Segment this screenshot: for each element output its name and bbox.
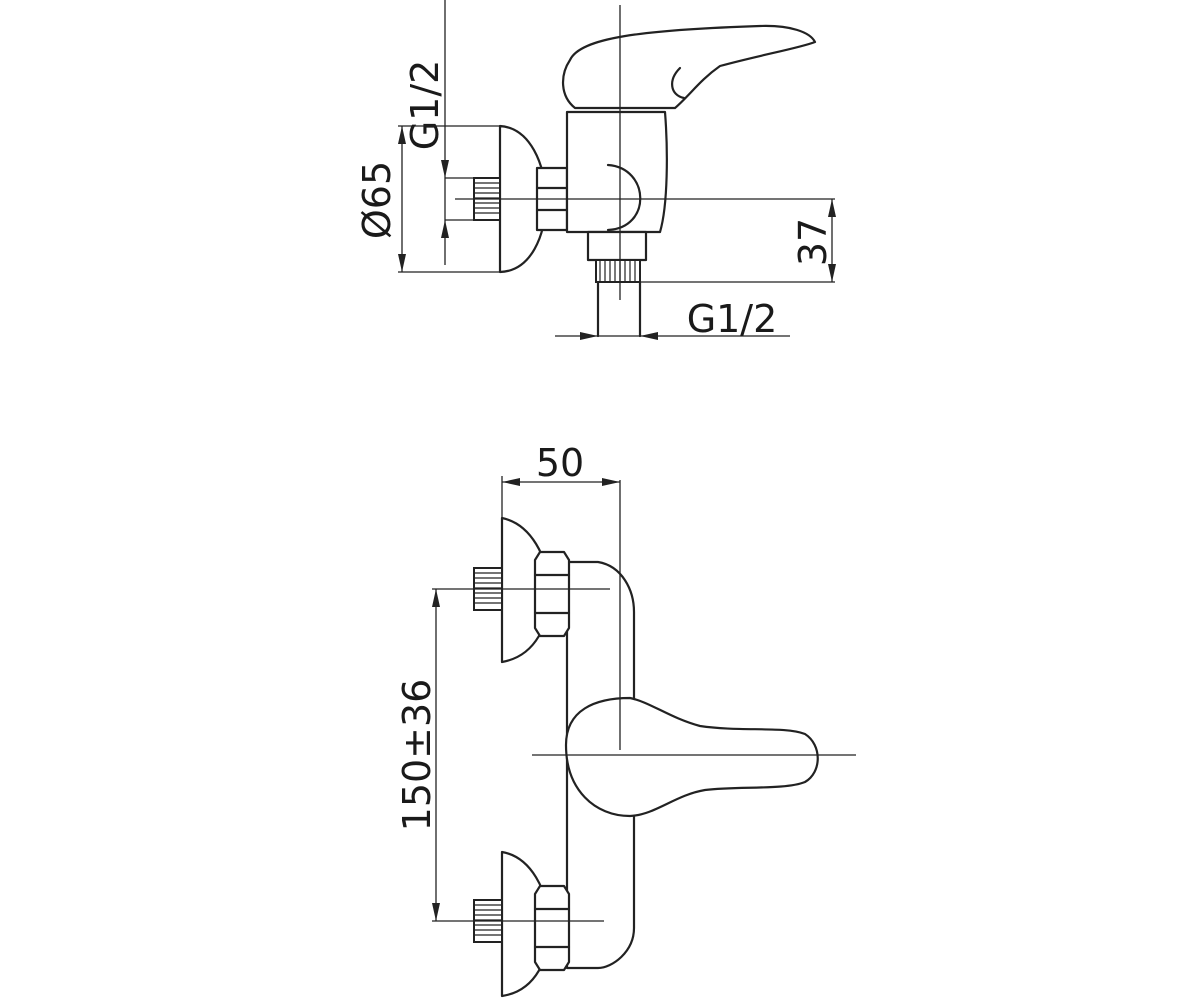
side-outlet-neck (586, 230, 648, 262)
outlet-thread-label: G1/2 (687, 297, 778, 341)
front-upper-hex-nut (533, 550, 571, 638)
front-view: 50 150±36 (395, 441, 856, 998)
front-lower-hex-nut (533, 884, 571, 972)
escutcheon-diameter-dimension: Ø65 (355, 125, 500, 273)
escutcheon-diameter-label: Ø65 (355, 161, 399, 239)
side-outlet-pipe (596, 280, 642, 338)
side-outlet-thread (595, 259, 641, 283)
body-depth-dimension: 50 (501, 441, 620, 520)
inlet-spacing-label: 150±36 (395, 679, 439, 832)
inlet-thread-label: G1/2 (403, 60, 447, 151)
side-view: G1/2 Ø65 37 G1/2 (355, 0, 836, 341)
outlet-height-dimension: 37 (791, 199, 836, 282)
outlet-thread-dimension: G1/2 (555, 297, 790, 341)
front-lever-handle (564, 696, 819, 818)
inlet-spacing-dimension: 150±36 (395, 589, 440, 921)
body-depth-label: 50 (536, 441, 584, 485)
inlet-thread-dimension: G1/2 (403, 0, 474, 265)
outlet-height-label: 37 (791, 218, 835, 266)
side-valve-body (565, 110, 668, 234)
side-lever-handle (562, 24, 817, 110)
